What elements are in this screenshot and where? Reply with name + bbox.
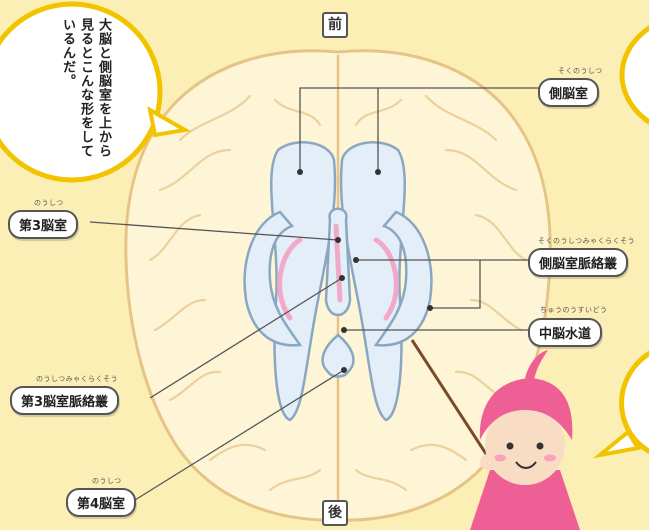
aqueduct-ruby: ちゅうのうすいどう [540, 306, 608, 314]
brain-gyri [148, 94, 528, 492]
speech-bubble-circle [0, 1, 163, 183]
leader-dots [297, 169, 433, 373]
left-ventricle-anterior-horn [270, 141, 337, 422]
character-illustration [470, 350, 580, 530]
lateral-ventricle-ruby: そくのうしつ [558, 67, 603, 75]
left-ventricle-temporal-horn [243, 210, 303, 347]
right-ventricle-temporal-horn [373, 210, 433, 347]
third-plexus-ruby: のうしつみゃくらくそう [36, 375, 119, 383]
fourth-ventricle-shape [321, 333, 355, 378]
aqueduct-label: 中脳水道 [528, 318, 603, 347]
fourth-ventricle-label: 第4脳室 [66, 488, 137, 517]
third-ventricle-label: 第3脳室 [8, 210, 79, 239]
right-ventricle-anterior-horn [339, 141, 406, 422]
lateral-plexus-ruby: そくのうしつみゃくらくそう [538, 237, 636, 245]
leader-lines [89, 87, 540, 501]
speech-bubble-text: 大脳と側脳室を上から見るとこんな形をしているんだ。 [60, 18, 111, 158]
speech-bubble-tail [592, 429, 642, 459]
lateral-plexus-label: 側脳室脈絡叢 [528, 248, 629, 277]
back-marker: 後 [322, 500, 348, 526]
pointer-stick [410, 339, 492, 461]
speech-bubble-circle-tail [147, 106, 191, 138]
lateral-ventricles [243, 141, 433, 422]
third-ventricle-ruby: のうしつ [34, 199, 64, 207]
front-marker: 前 [322, 12, 348, 38]
fourth-ventricle-ruby: のうしつ [92, 477, 122, 485]
speech-bubble-top-right [619, 25, 649, 125]
lateral-ventricle-label: 側脳室 [538, 78, 600, 107]
speech-bubble-bottom-right [619, 350, 649, 454]
third-plexus-label: 第3脳室脈絡叢 [10, 386, 120, 415]
